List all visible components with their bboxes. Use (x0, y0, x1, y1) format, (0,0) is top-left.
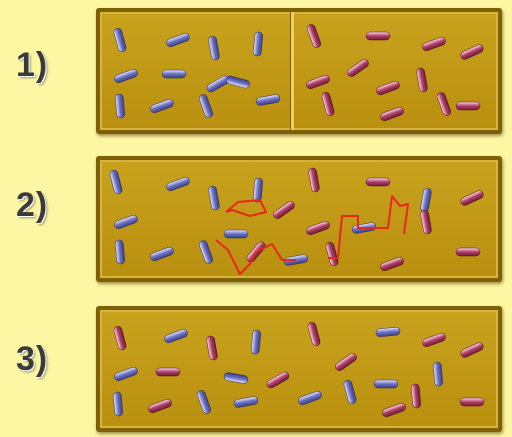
container-box-diffusing (96, 156, 502, 282)
red-molecule-icon (455, 247, 481, 257)
blue-molecule-icon (164, 329, 188, 343)
partition-wall (290, 12, 294, 130)
molecules-layer-1 (113, 24, 484, 121)
blue-molecule-icon (223, 372, 249, 384)
red-molecule-icon (325, 242, 339, 266)
red-molecule-icon (382, 403, 406, 417)
red-molecule-group (113, 322, 485, 417)
red-molecule-icon (460, 44, 484, 60)
diffusion-paths (215, 195, 409, 275)
red-molecule-icon (411, 383, 421, 409)
blue-molecule-icon (150, 99, 174, 113)
blue-molecule-group (113, 28, 281, 119)
red-molecule-icon (455, 101, 481, 111)
red-molecule-icon (420, 209, 432, 235)
blue-molecule-icon (420, 187, 432, 213)
blue-molecule-icon (375, 327, 401, 337)
blue-molecule-icon (199, 94, 213, 118)
red-molecule-icon (307, 322, 321, 346)
molecules-layer-3 (113, 322, 485, 417)
red-molecule-icon (273, 201, 295, 219)
blue-molecule-icon (373, 379, 399, 389)
blue-molecule-icon (197, 390, 211, 414)
diffusion-path-icon (215, 239, 296, 275)
container-box-separated (96, 8, 502, 134)
red-molecule-icon (148, 399, 172, 413)
blue-molecule-icon (206, 75, 230, 93)
blue-molecule-icon (114, 69, 138, 83)
step-label-2: 2) (16, 186, 49, 224)
blue-molecule-icon (161, 69, 187, 79)
blue-molecule-icon (433, 361, 443, 387)
blue-molecule-icon (199, 240, 213, 264)
blue-molecule-icon (298, 391, 322, 405)
diffusion-path-icon (328, 195, 409, 259)
red-molecule-icon (321, 92, 335, 116)
red-molecule-icon (308, 167, 320, 193)
red-molecule-icon (335, 353, 357, 371)
red-molecule-icon (347, 59, 369, 77)
red-molecule-icon (460, 342, 484, 358)
red-molecule-icon (306, 75, 330, 89)
red-molecule-icon (437, 92, 451, 116)
red-molecule-icon (422, 37, 446, 51)
red-molecule-icon (306, 221, 330, 235)
red-molecule-icon (113, 326, 127, 350)
blue-molecule-group (113, 327, 443, 417)
diffusion-path-icon (225, 199, 267, 217)
red-molecule-icon (307, 24, 321, 48)
red-molecule-icon (380, 107, 404, 121)
blue-molecule-icon (208, 185, 220, 211)
blue-molecule-icon (208, 35, 220, 61)
red-molecule-icon (380, 257, 404, 271)
blue-molecule-icon (113, 28, 127, 52)
blue-molecule-icon (166, 33, 190, 47)
blue-molecule-icon (233, 396, 259, 408)
red-molecule-icon (155, 367, 181, 377)
step-label-3: 3) (16, 340, 49, 378)
red-molecule-group (306, 24, 484, 121)
molecules-layer-2 (109, 167, 484, 275)
blue-molecule-icon (114, 367, 138, 381)
blue-molecule-icon (115, 93, 125, 119)
blue-molecule-icon (343, 380, 357, 404)
container-box-mixed (96, 306, 502, 432)
blue-molecule-icon (109, 170, 123, 194)
red-molecule-icon (459, 397, 485, 407)
red-molecule-icon (365, 31, 391, 41)
blue-molecule-icon (150, 247, 174, 261)
blue-molecule-icon (223, 229, 249, 239)
blue-molecule-icon (166, 177, 190, 191)
red-molecule-icon (422, 333, 446, 347)
red-molecule-icon (365, 177, 391, 187)
blue-molecule-icon (253, 31, 263, 57)
red-molecule-group (246, 167, 484, 271)
blue-molecule-icon (114, 215, 138, 229)
red-molecule-icon (460, 190, 484, 206)
step-label-1: 1) (16, 46, 49, 84)
red-molecule-icon (416, 67, 428, 93)
blue-molecule-icon (113, 391, 123, 417)
blue-molecule-icon (115, 239, 125, 265)
red-molecule-icon (376, 81, 400, 95)
red-molecule-icon (266, 371, 290, 389)
blue-molecule-icon (226, 75, 250, 89)
blue-molecule-icon (251, 329, 261, 355)
blue-molecule-icon (255, 94, 281, 106)
blue-molecule-icon (253, 177, 263, 203)
red-molecule-icon (206, 335, 218, 361)
